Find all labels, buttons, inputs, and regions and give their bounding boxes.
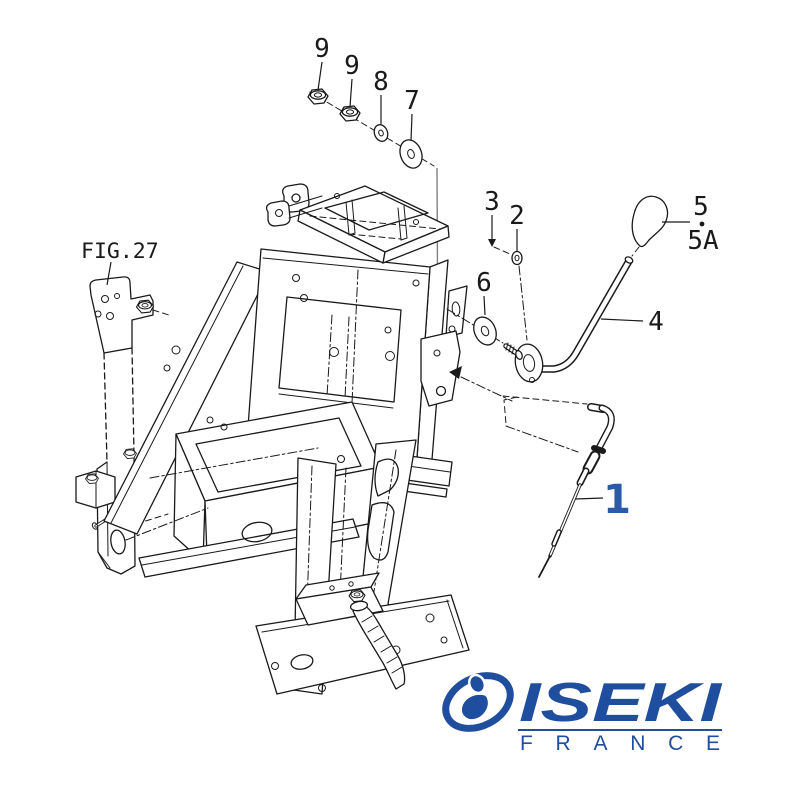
- part-label-9a: 9: [314, 34, 330, 64]
- part-label-2: 2: [509, 201, 525, 231]
- washer-7: [399, 139, 423, 169]
- part-label-9b: 9: [344, 51, 360, 81]
- washer-8: [373, 124, 389, 142]
- gear-lever-assembly: [446, 195, 669, 383]
- bracket-nut: [135, 299, 155, 314]
- leader-lines: [106, 61, 705, 500]
- part-labels: 9 9 8 7 FIG.27 3 2 6 5 5A 4 1: [81, 34, 719, 523]
- iseki-logo-mark-icon: [442, 672, 514, 732]
- cable-assembly: [460, 376, 615, 578]
- cable-tip: [538, 555, 551, 578]
- ring-2: [511, 250, 523, 266]
- nut-9a: [307, 88, 329, 105]
- fig27-bracket: [75, 276, 173, 575]
- part-label-7: 7: [404, 86, 420, 116]
- part-label-5a: 5A: [687, 226, 719, 256]
- frame-right-tabs: [420, 285, 468, 407]
- iseki-logo: ISEKI FRANCE: [442, 671, 723, 755]
- hardware-nuts-washers: [307, 88, 423, 169]
- part-label-4: 4: [648, 307, 664, 337]
- rod-end-cap: [624, 256, 634, 264]
- washer-6: [473, 316, 497, 346]
- part-label-5: 5: [693, 192, 709, 222]
- bracket-nut-small: [85, 473, 99, 484]
- nut-9b: [339, 105, 361, 122]
- iseki-brand-text: ISEKI: [519, 671, 723, 733]
- frame-head-bracket: [265, 183, 450, 264]
- part-label-1-highlighted: 1: [603, 477, 631, 523]
- label-5-separator-dot: [699, 221, 705, 227]
- lever-bolt: [348, 589, 366, 603]
- gear-knob: [631, 195, 669, 248]
- part-label-6: 6: [476, 268, 492, 298]
- part-label-3: 3: [484, 187, 500, 217]
- frame-lock-lever: [295, 572, 406, 690]
- bracket-nut-small-2: [123, 448, 137, 459]
- part-label-8: 8: [373, 67, 389, 97]
- pointer-arrow: [449, 366, 462, 379]
- figure-ref-label: FIG.27: [81, 239, 159, 264]
